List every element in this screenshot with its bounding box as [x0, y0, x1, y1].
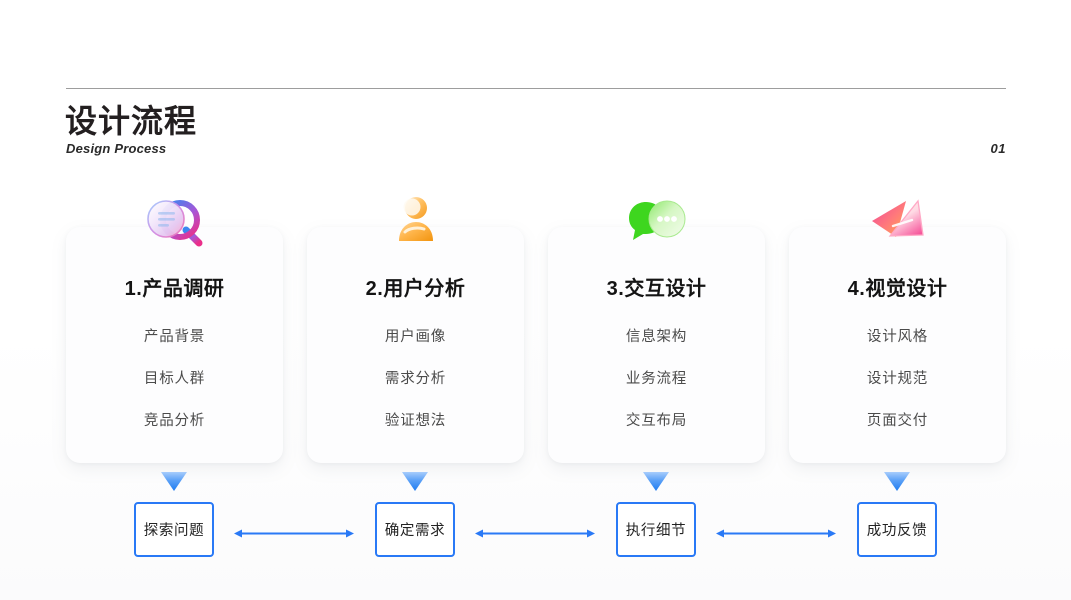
flow-step-4[interactable]: 成功反馈: [857, 502, 937, 557]
process-cards: 1.产品调研 产品背景 目标人群 竞品分析: [66, 197, 1006, 463]
card-list-item: 业务流程: [625, 371, 688, 387]
card-list-item: 页面交付: [866, 413, 929, 429]
card-title: 3.交互设计: [606, 278, 707, 300]
page-subtitle: Design Process: [66, 141, 167, 156]
down-arrow-icon-4: [884, 472, 910, 491]
chat-bubble-icon: [619, 193, 695, 253]
page-number: 01: [990, 141, 1006, 156]
page-title: 设计流程: [65, 103, 198, 139]
card-list-item: 需求分析: [384, 371, 447, 387]
card-title: 1.产品调研: [124, 278, 225, 300]
paper-plane-icon: [860, 193, 936, 253]
card-item-list: 用户画像 需求分析 验证想法: [385, 325, 446, 430]
flow-step-row: 探索问题 确定需求 执行细节 成功反馈: [66, 502, 1006, 557]
down-arrow-icon-1: [161, 472, 187, 491]
flow-connector-2: [475, 528, 595, 539]
card-list-item: 交互布局: [625, 413, 688, 429]
card-list-item: 信息架构: [625, 329, 688, 345]
flow-connector-1: [234, 528, 354, 539]
header-divider: [66, 88, 1006, 89]
card-list-item: 目标人群: [143, 371, 206, 387]
process-card-3[interactable]: 3.交互设计 信息架构 业务流程 交互布局: [548, 200, 765, 463]
down-arrow-icon-3: [643, 472, 669, 491]
down-arrow-icon-2: [402, 472, 428, 491]
card-item-list: 信息架构 业务流程 交互布局: [626, 325, 687, 430]
flow-step-3[interactable]: 执行细节: [616, 502, 696, 557]
card-list-item: 验证想法: [384, 413, 447, 429]
process-card-4[interactable]: 4.视觉设计 设计风格 设计规范 页面交付: [789, 199, 1006, 463]
card-list-item: 设计风格: [866, 329, 929, 345]
card-list-item: 用户画像: [384, 329, 447, 345]
card-item-list: 设计风格 设计规范 页面交付: [867, 325, 928, 430]
card-title: 2.用户分析: [365, 278, 466, 300]
process-card-2[interactable]: 2.用户分析 用户画像 需求分析 验证想法: [307, 197, 524, 463]
card-list-item: 产品背景: [143, 329, 206, 345]
down-arrow-row: [66, 472, 1006, 492]
card-item-list: 产品背景 目标人群 竞品分析: [144, 325, 205, 430]
flow-connector-3: [716, 528, 836, 539]
user-person-icon: [378, 193, 454, 253]
card-list-item: 竞品分析: [143, 413, 206, 429]
card-list-item: 设计规范: [866, 371, 929, 387]
card-title: 4.视觉设计: [847, 278, 948, 300]
flow-step-1[interactable]: 探索问题: [134, 502, 214, 557]
process-card-1[interactable]: 1.产品调研 产品背景 目标人群 竞品分析: [66, 200, 283, 463]
flow-step-2[interactable]: 确定需求: [375, 502, 455, 557]
magnifier-document-icon: [137, 193, 213, 253]
